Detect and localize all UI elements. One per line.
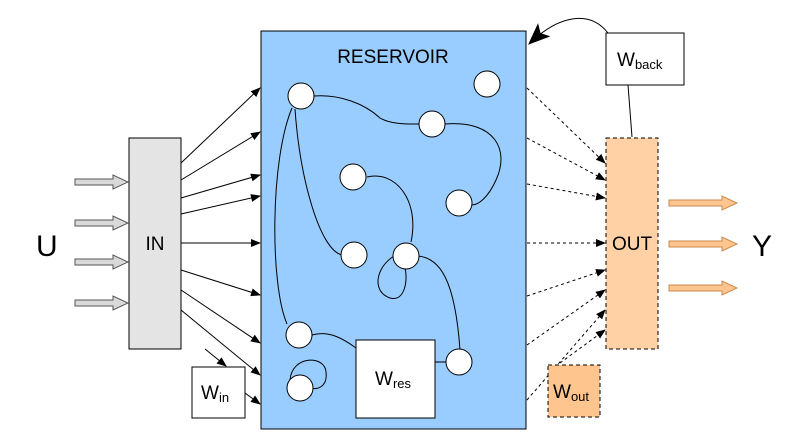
output-arrow-3	[668, 280, 739, 296]
reservoir-node	[287, 82, 315, 110]
w-in-arrow	[244, 392, 261, 405]
w-in-label: Win	[201, 383, 229, 405]
output-arrows	[668, 195, 739, 296]
output-label-y: Y	[752, 230, 772, 263]
reservoir-nodes	[285, 70, 501, 402]
w-out-label: Wout	[553, 382, 589, 404]
input-arrows	[74, 174, 130, 311]
win-connections	[180, 87, 261, 376]
reservoir-node	[285, 321, 313, 349]
reservoir-node	[339, 163, 367, 191]
in-box	[128, 137, 182, 350]
reservoir-node	[392, 242, 420, 270]
w-in-box	[191, 366, 246, 419]
input-arrow-2	[74, 215, 130, 231]
w-back-box	[605, 32, 685, 86]
reservoir-node	[445, 348, 473, 376]
output-arrow-2	[668, 236, 739, 252]
reservoir-node	[445, 189, 473, 217]
out-box-label: OUT	[612, 234, 653, 255]
reservoir-node	[340, 241, 368, 269]
input-arrow-3	[74, 254, 130, 270]
input-arrow-1	[74, 174, 130, 190]
out-box	[605, 137, 659, 350]
output-arrow-1	[668, 195, 739, 211]
w-res-box	[355, 339, 436, 419]
reservoir-label: RESERVOIR	[337, 47, 449, 68]
wout-connections	[526, 87, 606, 401]
feedback-arrow	[528, 17, 609, 45]
reservoir-node	[473, 70, 501, 98]
input-label-u: U	[36, 230, 58, 263]
in-box-label: IN	[146, 234, 165, 255]
w-res-label: Wres	[375, 369, 411, 391]
w-back-label: Wback	[617, 50, 663, 72]
reservoir-node	[418, 110, 446, 138]
reservoir-connections	[274, 95, 502, 390]
input-arrow-4	[74, 295, 130, 311]
reservoir-node	[286, 374, 314, 402]
w-out-box	[547, 364, 601, 418]
w-back-link	[627, 84, 633, 138]
